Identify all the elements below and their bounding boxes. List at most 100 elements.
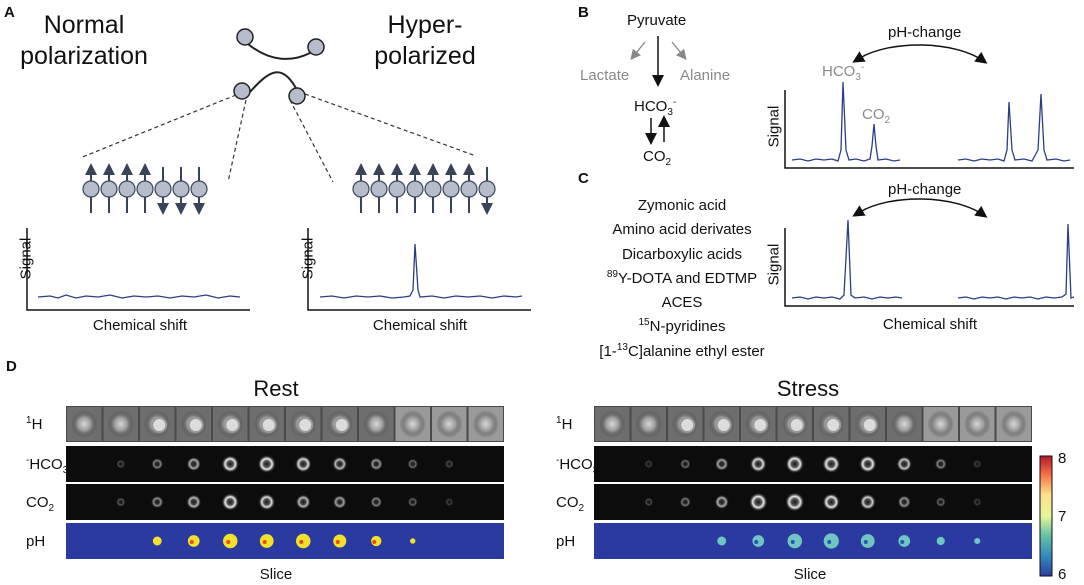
ph-map-blob [898,535,911,547]
stress-co2-strip [594,484,1032,520]
rest-co2-strip [66,484,504,520]
signal-ring [679,458,691,470]
spin-down-icon [154,167,172,215]
compound-item: Amino acid derivates [612,221,752,239]
alanine-label: Alanine [680,67,731,84]
spin-up-icon [388,163,406,213]
signal-ring [444,497,454,507]
stress-h1-strip [594,406,1032,442]
panel-label-b: B [578,4,589,21]
signal-ring [644,459,654,469]
signal-ring [679,496,692,508]
a-normal-ylabel: Signal [17,237,35,280]
hco3-label: HCO3- [634,97,677,118]
signal-ring [858,455,877,473]
rest-h1-strip [66,406,504,442]
spin-down-icon [190,167,208,215]
normal-spectrum-line [37,294,241,299]
spin-up-icon [406,163,424,213]
ph-map-blob [860,534,875,548]
signal-ring [749,455,767,473]
ph-map-blob [152,536,162,546]
signal-ring [332,456,348,472]
stress-xlabel: Slice [793,566,827,583]
pyruvate-label: Pyruvate [627,12,687,29]
signal-ring [714,494,730,510]
c-xlabel: Chemical shift [882,316,978,333]
signal-ring [294,455,312,473]
panel-label-a: A [4,4,15,21]
c-spectrum-right [957,223,1075,300]
signal-ring [221,493,240,511]
c-ylabel: Signal [765,243,783,286]
lactate-label: Lactate [580,67,630,84]
signal-ring [369,457,383,471]
stress-row-label: pH [556,533,576,550]
b-co2-peak-label: CO2 [862,106,891,126]
signal-ring [444,459,454,469]
ph-map-blob [717,536,727,546]
spin-down-icon [478,167,496,215]
b-ph-change-label: pH-change [888,24,962,41]
stress-ph-strip [594,523,1032,559]
spin-up-icon [424,163,442,213]
rest-title: Rest [253,376,299,401]
spin-down-icon [172,167,190,215]
signal-ring [644,497,654,507]
c-spectrum-left [791,219,903,300]
ph-map-blob [333,534,347,548]
spin-up-icon [118,163,136,213]
c-ph-change-label: pH-change [888,181,962,198]
rest-hco3-strip [66,446,504,482]
ph-map-blob [296,533,311,549]
spin-up-icon [100,163,118,213]
hyper-polarized-title: Hyper-polarized [374,11,476,70]
signal-ring [785,454,805,474]
b-hco3-peak-label: HCO3- [822,62,865,83]
ph-map-blob [223,533,238,549]
rest-row-label: pH [26,533,46,550]
signal-ring [859,493,876,511]
spin-up-icon [370,163,388,213]
signal-ring [370,495,383,509]
spin-up-icon [460,163,478,213]
ph-map-blob [787,533,802,549]
spin-up-icon [352,163,370,213]
signal-ring [257,454,276,474]
signal-ring [935,496,946,508]
compound-item: Dicarboxylic acids [621,245,743,263]
stress-hco3-strip [594,446,1032,482]
signal-ring [896,456,913,472]
stress-title: Stress [776,376,840,401]
compound-item: [1-13C]alanine ethyl ester [599,341,765,360]
panel-label-c: C [578,170,589,187]
signal-ring [151,457,164,471]
signal-ring [116,459,126,469]
hyper-spin-arrows [352,163,496,215]
compound-item: ACES [661,294,703,312]
signal-ring [934,457,947,471]
rest-row-label: CO2 [26,494,55,514]
signal-ring [972,497,982,507]
spin-up-icon [442,163,460,213]
signal-ring [407,458,419,470]
ph-map-blob [936,536,945,546]
b-spectrum-right [957,93,1071,162]
stress-row-label: -HCO3 [556,455,598,476]
signal-ring [785,492,805,512]
ph-map-blob [752,535,765,547]
signal-ring [972,459,982,469]
rest-row-label: -HCO3 [26,455,69,476]
signal-ring [332,495,347,509]
signal-ring [186,494,202,510]
spin-up-icon [82,163,100,213]
ph-map-blob [823,533,839,549]
compound-item: Zymonic acid [637,197,727,214]
signal-ring [407,496,418,508]
signal-ring [295,494,311,510]
signal-ring [258,493,276,511]
signal-ring [150,495,164,509]
signal-ring [714,457,729,471]
co2-label: CO2 [643,148,672,168]
